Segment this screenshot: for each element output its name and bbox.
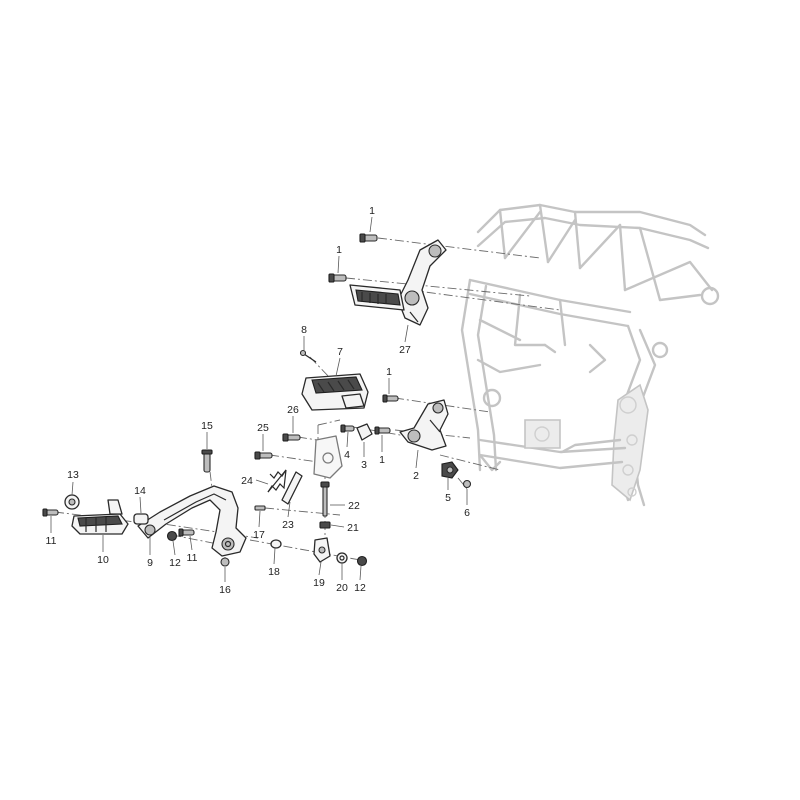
callout-14: 14: [134, 485, 146, 497]
part-1-bolt-lower-b: [374, 426, 391, 435]
part-2-lower-bracket: [399, 399, 449, 451]
callout-13: 13: [67, 469, 79, 481]
part-8-pin: [299, 349, 317, 363]
part-26-bolt: [282, 433, 301, 442]
part-14-bushing: [133, 513, 149, 525]
part-15-pin: [201, 449, 213, 473]
part-7-footpeg: [301, 373, 369, 411]
callout-22: 22: [348, 500, 360, 512]
callout-1: 1: [369, 205, 375, 217]
part-1-bolt-lower-a: [382, 394, 399, 403]
callout-1: 1: [386, 366, 392, 378]
callout-20: 20: [336, 582, 348, 594]
part-11-bolt-mid: [178, 528, 195, 537]
callout-labels: 1 1 27 8 7 1 1 26 25 4 3 2 15 24 5 6 13 …: [46, 205, 471, 596]
part-19-clevis: [313, 537, 331, 563]
part-23-rod: [281, 471, 303, 505]
leader-lines: [50, 216, 468, 582]
callout-19: 19: [313, 577, 325, 589]
master-cylinder-body: [313, 435, 343, 479]
callout-2: 2: [413, 470, 419, 482]
part-27-footpeg-bracket: [349, 239, 447, 326]
parts: [42, 233, 472, 567]
callout-27: 27: [399, 344, 411, 356]
callout-5: 5: [445, 492, 451, 504]
part-21-nut: [319, 521, 331, 529]
callout-1: 1: [336, 244, 342, 256]
part-16-nut: [220, 557, 230, 567]
callout-12: 12: [354, 582, 366, 594]
frame-background: [460, 203, 720, 507]
callout-26: 26: [287, 404, 299, 416]
part-4-bolt: [340, 424, 355, 433]
callout-23: 23: [282, 519, 294, 531]
callout-24: 24: [241, 475, 253, 487]
part-6-nut: [462, 479, 472, 489]
callout-25: 25: [257, 422, 269, 434]
callout-15: 15: [201, 420, 213, 432]
part-12-nut-left: [166, 530, 178, 542]
part-5-nut: [441, 461, 459, 479]
callout-12: 12: [169, 557, 181, 569]
callout-7: 7: [337, 346, 343, 358]
callout-1: 1: [379, 454, 385, 466]
callout-21: 21: [347, 522, 359, 534]
callout-11: 11: [187, 552, 198, 564]
part-10-pedal-tip: [71, 499, 129, 535]
part-25-bolt: [254, 451, 273, 460]
part-13-pivot-bolt: [64, 494, 80, 510]
part-1-bolt-mid: [328, 273, 347, 283]
part-9-brake-pedal: [137, 485, 247, 557]
callout-4: 4: [344, 449, 350, 461]
part-17-bolt: [254, 505, 266, 511]
callout-6: 6: [464, 507, 470, 519]
part-18-o-ring: [270, 539, 282, 549]
callout-17: 17: [253, 529, 265, 541]
part-24-spring: [267, 469, 287, 493]
part-1-bolt-upper: [359, 233, 378, 243]
callout-11: 11: [46, 535, 57, 547]
callout-9: 9: [147, 557, 153, 569]
part-22-push-rod: [320, 481, 330, 517]
part-3-plate: [356, 423, 373, 441]
callout-18: 18: [268, 566, 280, 578]
part-20-washer: [336, 552, 348, 564]
part-11-bolt-left: [42, 508, 59, 517]
callout-16: 16: [219, 584, 231, 596]
callout-10: 10: [97, 554, 109, 566]
part-12-nut-right: [356, 555, 368, 567]
callout-3: 3: [361, 459, 367, 471]
callout-8: 8: [301, 324, 307, 336]
